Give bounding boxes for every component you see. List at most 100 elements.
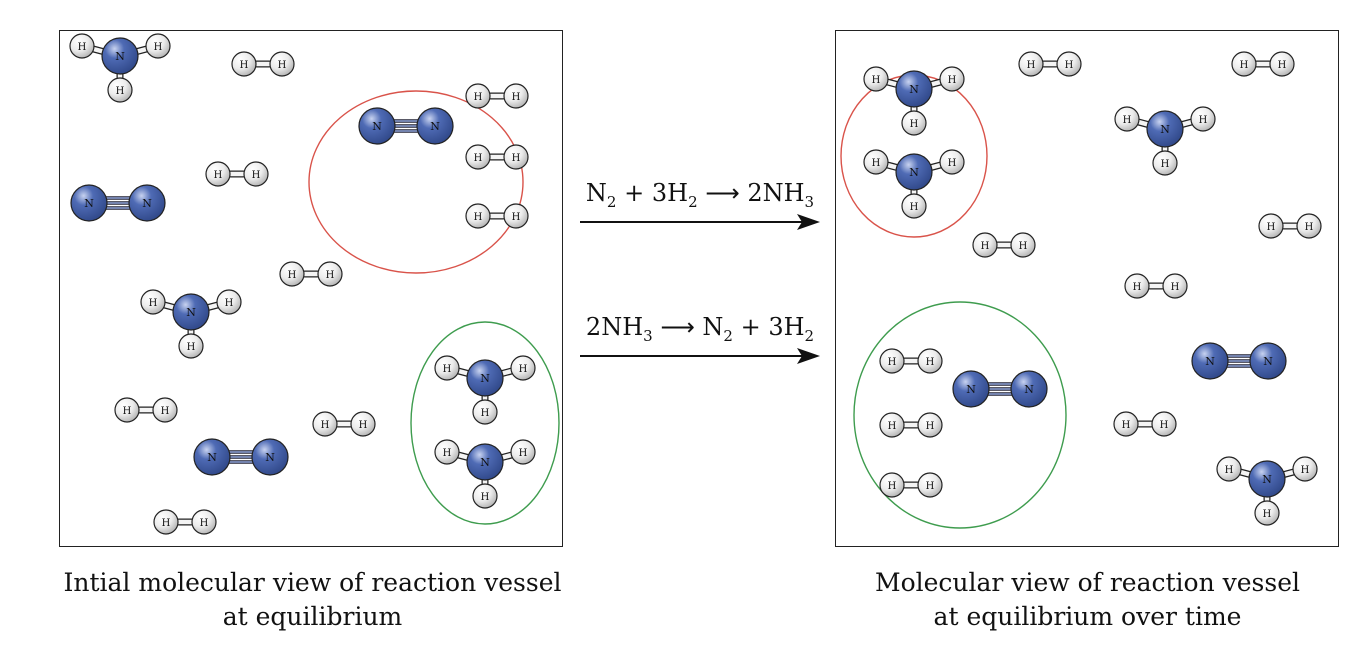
nitrogen-atom-label: N xyxy=(142,197,152,210)
hydrogen-atom xyxy=(145,33,171,59)
hydrogen-atom xyxy=(140,289,166,315)
hydrogen-atom xyxy=(901,193,927,219)
hydrogen-atom xyxy=(879,348,905,374)
hydrogen-atom-label: H xyxy=(888,357,897,368)
hydrogen-atom xyxy=(153,509,179,535)
nitrogen-atom-label: N xyxy=(1262,473,1272,486)
hydrogen-atom xyxy=(1231,51,1257,77)
reverse-arrow-icon xyxy=(580,348,820,364)
hydrogen-atom-label: H xyxy=(252,170,261,181)
nitrogen-atom-label: N xyxy=(1263,355,1273,368)
hydrogen-atom xyxy=(1018,51,1044,77)
hydrogen-atom-label: H xyxy=(474,212,483,223)
equilibrium-vessel-caption: Molecular view of reaction vessel at equ… xyxy=(815,566,1360,634)
forward-reaction: N2 + 3H2 ⟶ 2NH3 xyxy=(575,176,825,234)
nitrogen-atom-label: N xyxy=(480,456,490,469)
hydrogen-atom xyxy=(69,33,95,59)
hydrogen-atom xyxy=(863,66,889,92)
nitrogen-atom xyxy=(128,184,166,222)
hydrogen-atom-label: H xyxy=(1305,222,1314,233)
hydrogen-atom xyxy=(1114,106,1140,132)
hydrogen-atom-label: H xyxy=(321,420,330,431)
hydrogen-atom-label: H xyxy=(910,202,919,213)
nitrogen-atom xyxy=(70,184,108,222)
hydrogen-atom xyxy=(216,289,242,315)
hydrogen-atom xyxy=(503,203,529,229)
nitrogen-atom-label: N xyxy=(186,306,196,319)
hydrogen-atom-label: H xyxy=(512,212,521,223)
hydrogen-atom-label: H xyxy=(1065,60,1074,71)
nitrogen-atom xyxy=(101,37,139,75)
hydrogen-atom xyxy=(114,397,140,423)
hydrogen-atom-label: H xyxy=(1027,60,1036,71)
nitrogen-atom xyxy=(1010,370,1048,408)
hydrogen-atom-label: H xyxy=(149,298,158,309)
nitrogen-atom xyxy=(193,438,231,476)
nitrogen-atom-label: N xyxy=(1205,355,1215,368)
nitrogen-atom-label: N xyxy=(480,372,490,385)
hydrogen-atom xyxy=(152,397,178,423)
hydrogen-atom-label: H xyxy=(474,153,483,164)
hydrogen-atom-label: H xyxy=(225,298,234,309)
hydrogen-atom xyxy=(434,355,460,381)
hydrogen-atom xyxy=(503,83,529,109)
nitrogen-atom xyxy=(172,293,210,331)
hydrogen-atom-label: H xyxy=(326,270,335,281)
hydrogen-atom xyxy=(312,411,338,437)
initial-vessel-caption: Intial molecular view of reaction vessel… xyxy=(40,566,585,634)
equilibrium-caption-line-2: at equilibrium over time xyxy=(933,602,1242,631)
hydrogen-atom xyxy=(1292,456,1318,482)
hydrogen-atom-label: H xyxy=(519,364,528,375)
hydrogen-atom-label: H xyxy=(123,406,132,417)
hydrogen-atom xyxy=(972,232,998,258)
equilibrium-caption-line-1: Molecular view of reaction vessel xyxy=(874,568,1300,597)
hydrogen-atom xyxy=(1152,150,1178,176)
hydrogen-atom xyxy=(243,161,269,187)
hydrogen-atom xyxy=(1056,51,1082,77)
hydrogen-atom-label: H xyxy=(888,421,897,432)
hydrogen-atom-label: H xyxy=(948,75,957,86)
hydrogen-atom-label: H xyxy=(359,420,368,431)
hydrogen-atom xyxy=(1010,232,1036,258)
hydrogen-atom-label: H xyxy=(512,92,521,103)
hydrogen-atom-label: H xyxy=(1225,465,1234,476)
hydrogen-atom xyxy=(205,161,231,187)
nitrogen-atom-label: N xyxy=(909,83,919,96)
nitrogen-atom xyxy=(1146,110,1184,148)
hydrogen-atom-label: H xyxy=(481,408,490,419)
hydrogen-atom xyxy=(472,399,498,425)
nitrogen-atom xyxy=(895,153,933,191)
nitrogen-atom xyxy=(416,107,454,145)
hydrogen-atom-label: H xyxy=(154,42,163,53)
hydrogen-atom xyxy=(1124,273,1150,299)
nitrogen-atom xyxy=(1249,342,1287,380)
hydrogen-atom xyxy=(901,110,927,136)
hydrogen-atom-label: H xyxy=(926,357,935,368)
hydrogen-atom xyxy=(863,149,889,175)
hydrogen-atom-label: H xyxy=(1199,115,1208,126)
hydrogen-atom xyxy=(1216,456,1242,482)
hydrogen-atom-label: H xyxy=(512,153,521,164)
hydrogen-atom xyxy=(1269,51,1295,77)
hydrogen-atom xyxy=(917,472,943,498)
hydrogen-atom-label: H xyxy=(288,270,297,281)
hydrogen-atom-label: H xyxy=(1240,60,1249,71)
hydrogen-atom-label: H xyxy=(926,481,935,492)
hydrogen-atom-label: H xyxy=(1263,509,1272,520)
hydrogen-atom-label: H xyxy=(1171,282,1180,293)
nitrogen-atom xyxy=(466,359,504,397)
hydrogen-atom-label: H xyxy=(443,364,452,375)
initial-caption-line-1: Intial molecular view of reaction vessel xyxy=(63,568,562,597)
reactant-group-circle xyxy=(853,301,1067,529)
product-group-circle xyxy=(410,321,560,525)
hydrogen-atom xyxy=(279,261,305,287)
nitrogen-atom xyxy=(1248,460,1286,498)
hydrogen-atom xyxy=(434,439,460,465)
forward-reaction-equation: N2 + 3H2 ⟶ 2NH3 xyxy=(585,179,815,211)
initial-caption-line-2: at equilibrium xyxy=(222,602,403,631)
nitrogen-atom-label: N xyxy=(115,50,125,63)
nitrogen-atom xyxy=(466,443,504,481)
nitrogen-atom-label: N xyxy=(1160,123,1170,136)
hydrogen-atom-label: H xyxy=(481,492,490,503)
